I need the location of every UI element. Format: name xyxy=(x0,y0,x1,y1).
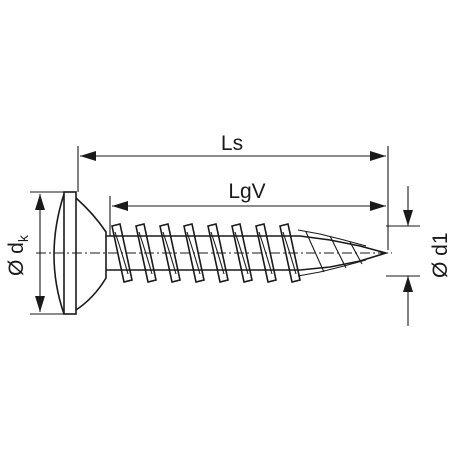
dimension-lgv: LgV xyxy=(109,180,386,236)
thread-flank xyxy=(135,223,157,283)
thread-flank xyxy=(255,223,277,283)
lgv-arrow-left xyxy=(112,201,128,211)
thread-flank xyxy=(231,223,253,283)
d1-arrow-bottom xyxy=(403,276,413,292)
lgv-label: LgV xyxy=(228,180,265,203)
thread-flank xyxy=(111,223,133,283)
dk-label: Ø dk xyxy=(5,234,31,276)
ls-arrow-left xyxy=(80,151,96,161)
thread-flank xyxy=(183,223,205,283)
ls-arrow-right xyxy=(370,151,386,161)
tip-cutter-lower xyxy=(297,259,367,277)
head-underside xyxy=(75,197,107,311)
dimension-d1: Ø d1 xyxy=(386,186,452,326)
tip-cutter xyxy=(297,229,367,277)
tip-cutter-upper xyxy=(297,229,367,247)
lgv-arrow-right xyxy=(370,201,386,211)
d1-arrow-top xyxy=(403,210,413,226)
ls-label: Ls xyxy=(221,132,243,155)
dimension-dk: Ø dk xyxy=(5,191,64,315)
head-dome xyxy=(53,193,65,315)
dimension-ls: Ls xyxy=(77,132,389,250)
dk-arrow-top xyxy=(35,194,45,210)
dk-arrow-bottom xyxy=(35,296,45,312)
thread-flank xyxy=(207,223,229,283)
thread-flank xyxy=(279,223,301,283)
thread-flank xyxy=(159,223,181,283)
d1-label: Ø d1 xyxy=(429,232,452,278)
